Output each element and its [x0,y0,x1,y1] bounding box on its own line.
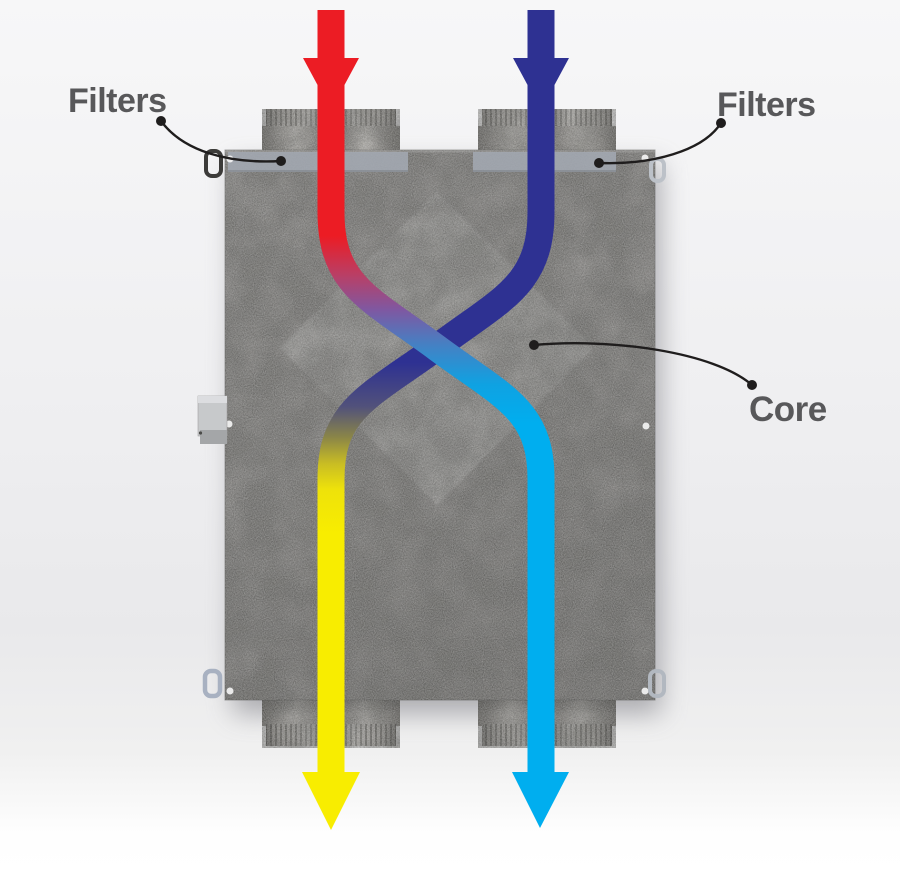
electrical-box-bottom [200,430,227,444]
screw-dot [642,422,650,430]
leader-dot [747,380,757,390]
screw-dot [641,687,649,695]
arrowhead-red-inlet [303,58,359,110]
arrowhead-yellow-outlet [302,772,360,830]
texture-speckle [225,109,655,748]
leader-dots [156,116,757,390]
unit-top-edge-highlight [225,150,655,153]
label-filter-left: Filters [68,82,167,120]
leader-line-filter-left [159,119,283,163]
metal-texture [225,109,655,748]
electrical-box-screw [198,431,203,435]
electrical-box [197,395,228,444]
screw-dot [226,687,234,695]
leader-dot [594,158,604,168]
latch-icon-bottom-left [202,668,223,699]
leader-line-filter-right [597,121,723,165]
leader-line-core [532,342,754,387]
flow-path-red-to-cyan [317,10,555,776]
leader-dot [156,116,166,126]
leader-dot [716,118,726,128]
label-core: Core [749,390,827,429]
electrical-box-top [198,396,227,403]
latch-icon-top-left [204,149,223,178]
leader-lines [159,119,754,387]
flow-ribbon-red-to-cyan [303,10,569,828]
label-filter-right: Filters [717,86,816,124]
arrowhead-cyan-outlet [512,772,569,828]
arrowhead-blue-inlet [513,58,569,110]
leader-dot [529,340,539,350]
leader-dot [276,156,286,166]
latch-icon-bottom-right [648,669,666,698]
